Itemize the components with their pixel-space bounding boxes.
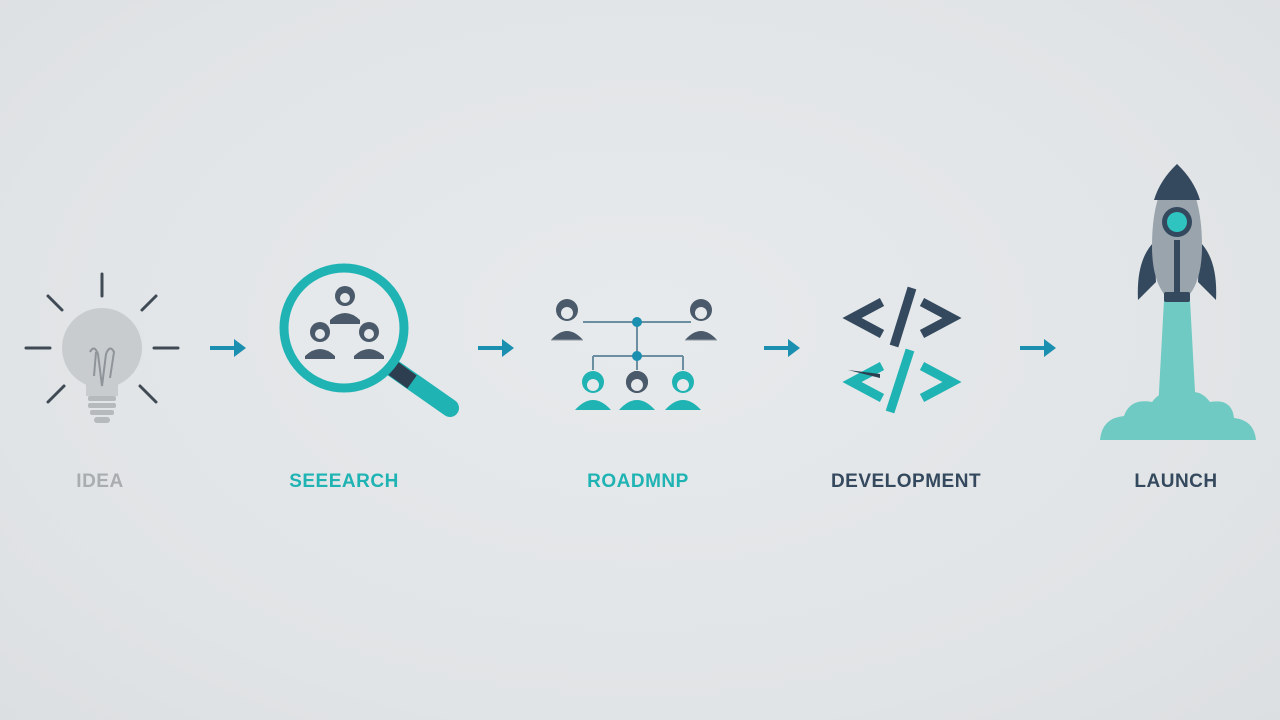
rocket-icon	[1100, 164, 1256, 440]
step-label-launch: LAUNCH	[1134, 471, 1218, 492]
step-label-idea: IDEA	[76, 471, 124, 492]
lightbulb-icon	[24, 272, 180, 423]
step-label-development: DEVELOPMENT	[830, 471, 982, 492]
arrow-right-icon	[210, 339, 246, 357]
step-label-research: SEEEARCH	[289, 471, 399, 492]
arrow-right-icon	[1020, 339, 1056, 357]
step-label-roadmap: ROADMNP	[587, 471, 689, 492]
magnifier-people-icon	[279, 263, 459, 417]
org-chart-icon	[551, 299, 717, 410]
arrow-right-icon	[764, 339, 800, 357]
code-brackets-icon	[842, 286, 962, 414]
arrow-right-icon	[478, 339, 514, 357]
